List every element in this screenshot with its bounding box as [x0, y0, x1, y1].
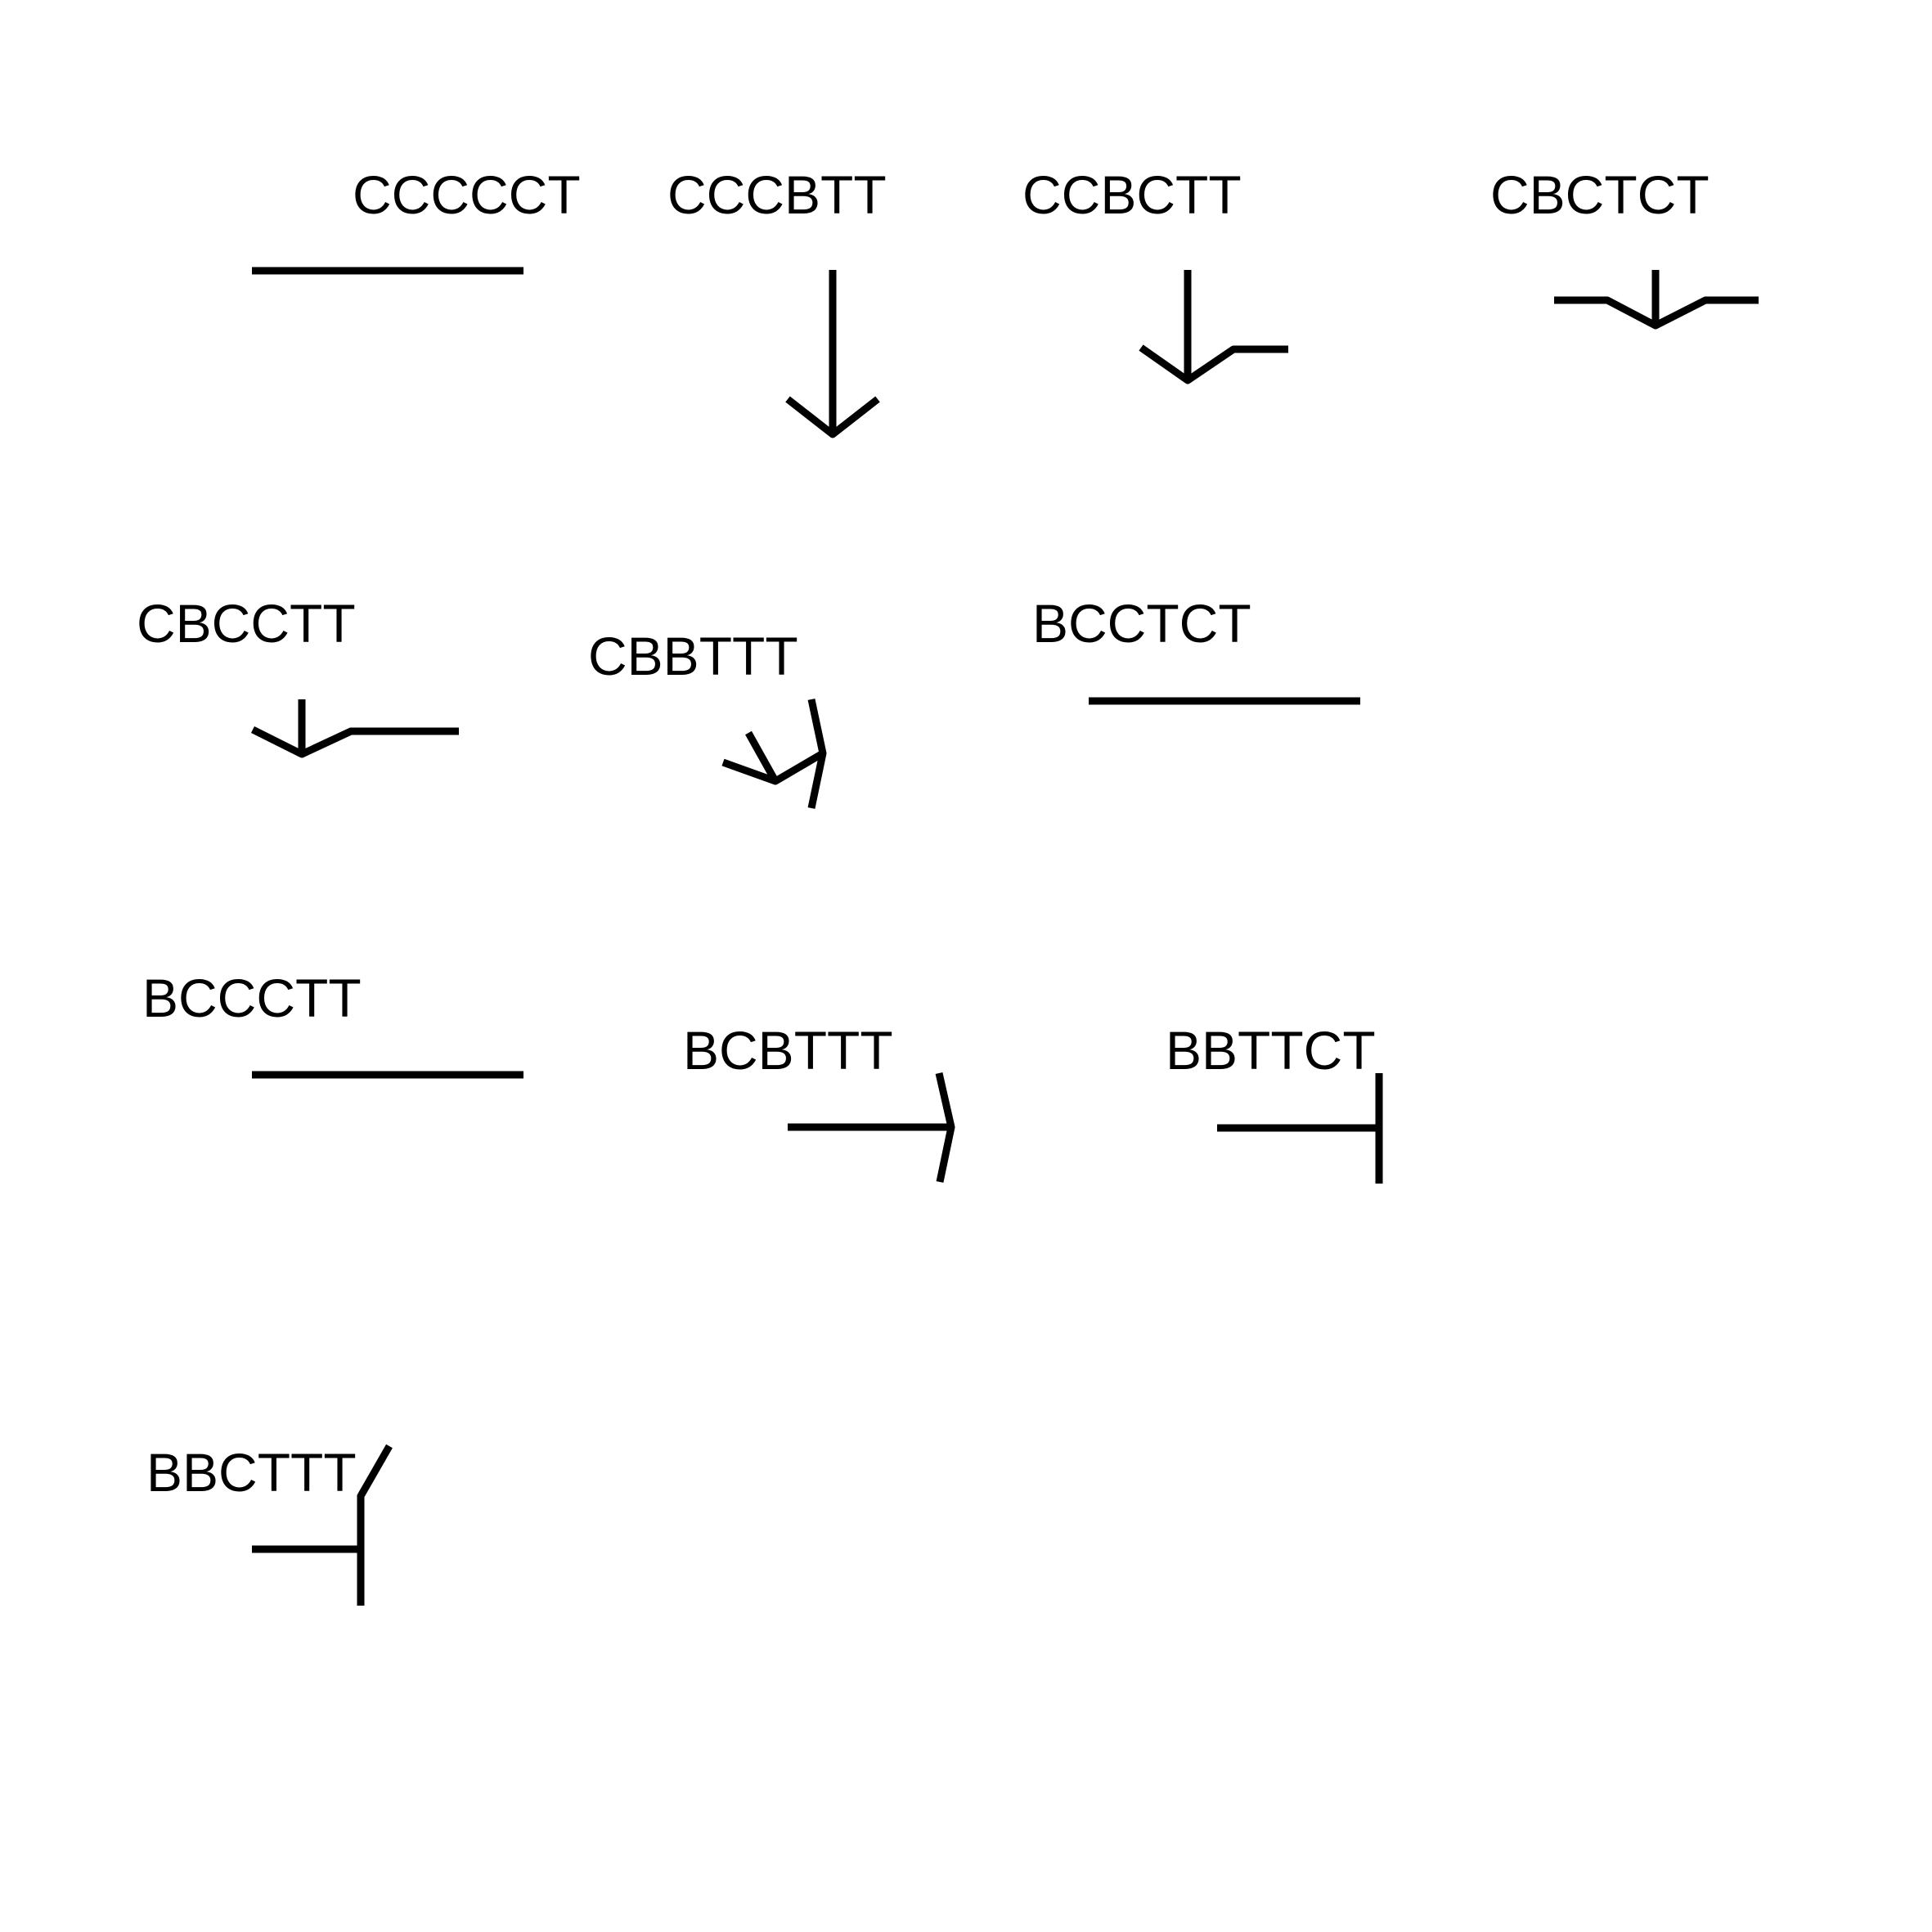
figure-stroke [1139, 344, 1288, 384]
figure-label: CCCCCT [353, 164, 581, 225]
figure-label: CBCTCT [1490, 164, 1710, 225]
figure-label: BCBTTT [683, 1020, 893, 1081]
figure-stroke [745, 730, 779, 784]
figure-stroke [357, 1444, 393, 1606]
figure-bccctt: BCCCTT [142, 968, 523, 1079]
figure-cbcctt: CBCCTT [137, 593, 459, 758]
figure-label: CBCCTT [137, 593, 356, 654]
figure-ccccct: CCCCCT [252, 164, 581, 275]
figure-stroke [785, 396, 880, 438]
figure-cbctct: CBCTCT [1490, 164, 1759, 330]
figure-label: CBBTTT [588, 626, 798, 686]
figure-stroke [250, 726, 459, 758]
figure-label: BBTTCT [1166, 1020, 1376, 1081]
figure-stroke [935, 1072, 955, 1183]
figure-bcbttt: BCBTTT [683, 1020, 955, 1183]
figure-label: BCCTCT [1032, 593, 1251, 654]
figure-ccbctt: CCBCTT [1022, 164, 1288, 384]
figure-bbttct: BBTTCT [1166, 1020, 1383, 1184]
figure-label: CCBCTT [1022, 164, 1242, 225]
figure-bbcttt: BBCTTT [146, 1442, 393, 1606]
figure-cbbttt: CBBTTT [588, 626, 827, 809]
figure-bcctct: BCCTCT [1032, 593, 1360, 705]
figure-label: CCCBTT [667, 164, 887, 225]
figure-cccbtt: CCCBTT [667, 164, 887, 438]
figure-label: BBCTTT [146, 1442, 357, 1503]
figure-label: BCCCTT [142, 968, 362, 1028]
